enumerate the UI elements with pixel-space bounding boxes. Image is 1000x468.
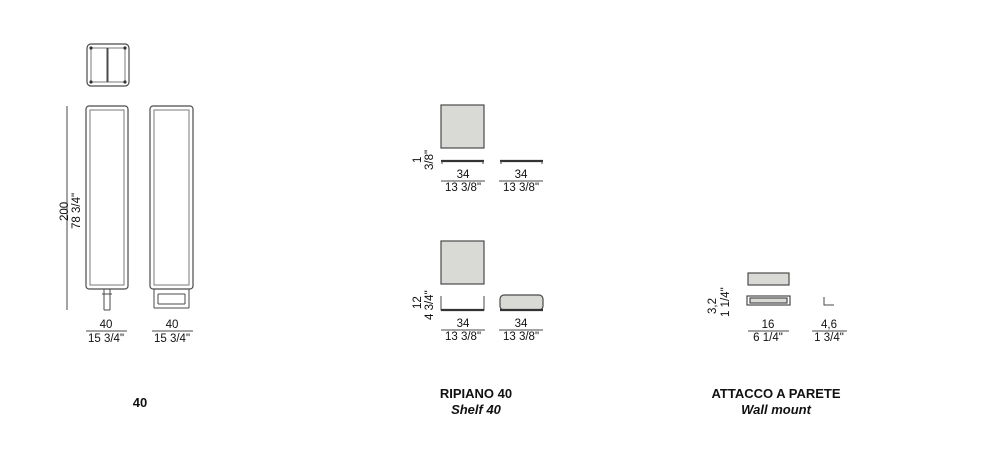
shelf-bottom-height-in: 4 3/4": [424, 290, 436, 320]
wall-mount-front: [746, 295, 791, 306]
wall-mount-depth-in: 1 3/4": [814, 332, 844, 344]
shelf-bottom-a-width-cm: 34: [457, 318, 470, 330]
bookcase-side-view: [149, 105, 194, 309]
shelf-bottom-a-width-in: 13 3/8": [445, 331, 481, 343]
bookcase-height-cm: 200: [59, 202, 71, 221]
bookcase-front-width-in: 15 3/4": [88, 333, 124, 345]
shelf-bottom-front-profile: [440, 296, 485, 311]
shelf-bottom-b-width-in: 13 3/8": [503, 331, 539, 343]
shelf-subtitle: Shelf 40: [451, 402, 502, 417]
shelf-bottom-plan: [440, 240, 485, 285]
wall-mount-plan: [747, 272, 790, 286]
bookcase-top-view: [86, 43, 130, 87]
wall-mount-group: 3,2 1 1/4" 16 6 1/4" 4,6 1 3/4" ATTACCO …: [707, 272, 847, 417]
wall-mount-subtitle: Wall mount: [741, 402, 811, 417]
wall-mount-side-profile: [823, 297, 834, 306]
wall-mount-height-cm: 3,2: [707, 298, 719, 314]
bookcase-side-width-cm: 40: [166, 319, 179, 331]
shelf-bottom-b-width-cm: 34: [515, 318, 528, 330]
bookcase-40-group: 200 78 3/4" 40 15 3/4" 40 15 3/4" 40: [59, 43, 194, 410]
shelf-40-group: 1 3/8" 34 13 3/8" 34 13 3/8" 12 4 3/4" 3…: [412, 104, 544, 417]
wall-mount-width-in: 6 1/4": [753, 332, 783, 344]
shelf-bottom-side-profile: [499, 294, 544, 311]
shelf-top-b-width-cm: 34: [515, 169, 528, 181]
bookcase-side-width-in: 15 3/4": [154, 333, 190, 345]
wall-mount-title: ATTACCO A PARETE: [711, 386, 840, 401]
wall-mount-depth-cm: 4,6: [821, 319, 837, 331]
bookcase-caption: 40: [133, 395, 147, 410]
shelf-bottom-height-cm: 12: [412, 296, 424, 309]
bookcase-height-in: 78 3/4": [71, 193, 83, 229]
shelf-top-a-width-in: 13 3/8": [445, 182, 481, 194]
shelf-top-thickness-cm: 1: [412, 157, 424, 163]
shelf-title: RIPIANO 40: [440, 386, 512, 401]
bookcase-front-width-cm: 40: [100, 319, 113, 331]
shelf-top-plan: [440, 104, 485, 149]
wall-mount-width-cm: 16: [762, 319, 775, 331]
wall-mount-height-in: 1 1/4": [720, 287, 732, 317]
shelf-top-thickness-in: 3/8": [424, 150, 436, 170]
bookcase-front-view: [85, 105, 129, 311]
shelf-top-b-width-in: 13 3/8": [503, 182, 539, 194]
shelf-top-a-width-cm: 34: [457, 169, 470, 181]
